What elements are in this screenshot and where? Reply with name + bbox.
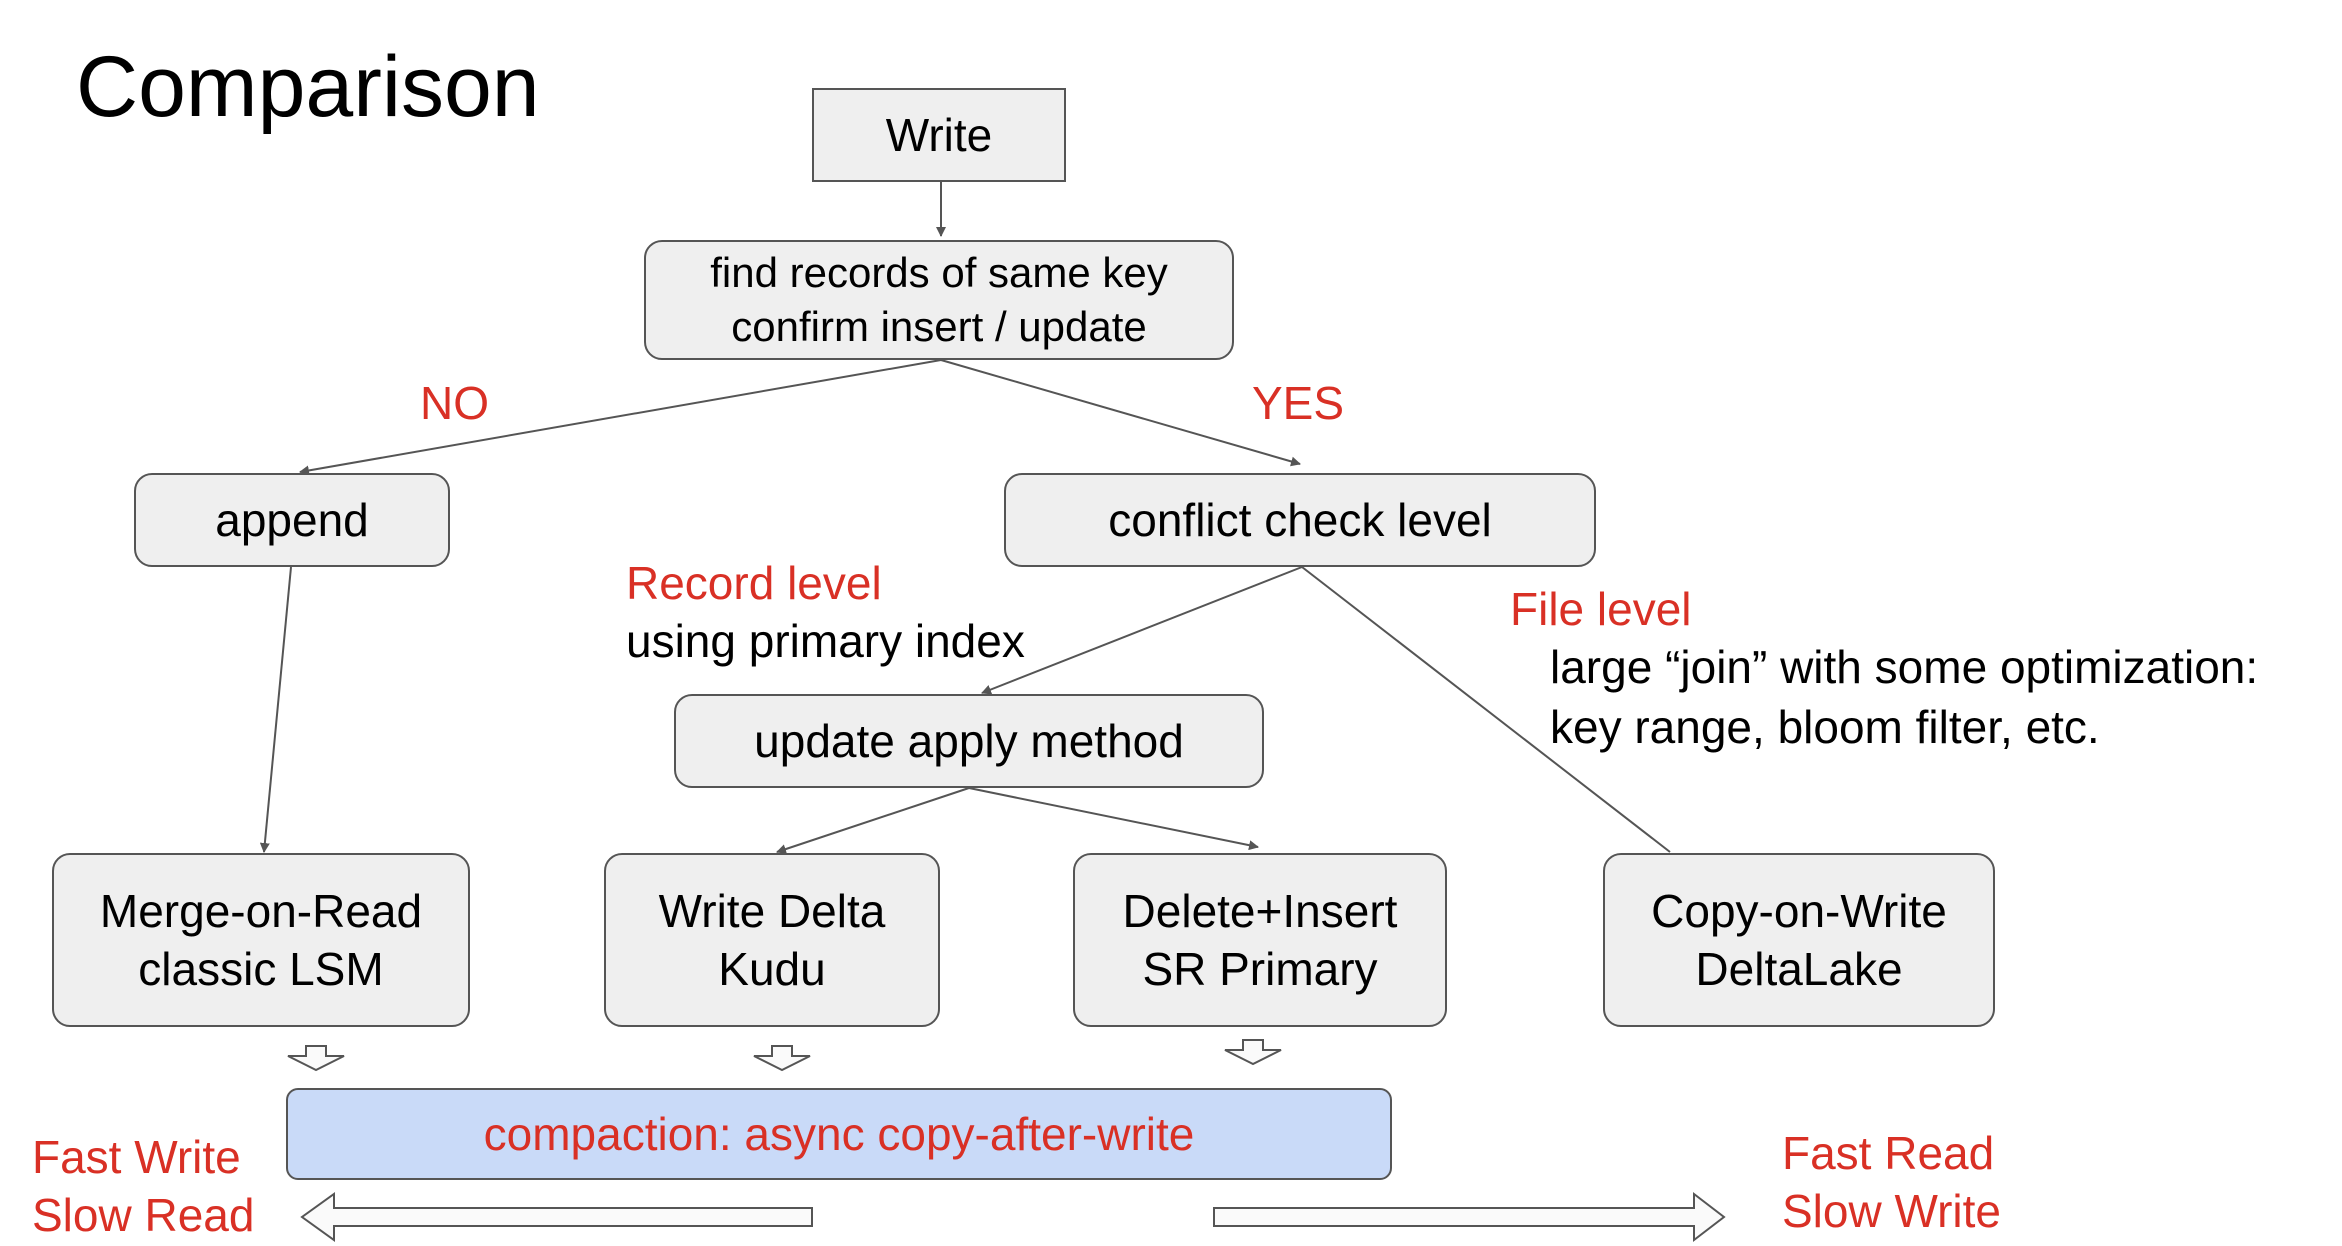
delete-insert-line1: Delete+Insert [1122,885,1398,937]
edge-find-append [299,359,942,476]
file-level-desc2: key range, bloom filter, etc. [1550,701,2100,753]
edge-update-deleteinsert [968,787,1259,851]
conflict-check-node: conflict check level [1004,473,1596,567]
fast-read-label: Fast Read [1782,1127,1995,1179]
merge-on-read-line2: classic LSM [138,943,384,995]
compaction-node: compaction: async copy-after-write [286,1088,1392,1180]
record-level-desc: using primary index [626,615,1025,667]
find-records-node: find records of same key confirm insert … [644,240,1234,360]
down-arrow-icon [287,1045,345,1072]
find-records-line2: confirm insert / update [731,303,1147,350]
left-arrow-icon [300,1192,813,1242]
down-arrow-icon [1224,1039,1282,1066]
merge-on-read-line1: Merge-on-Read [99,885,423,937]
page-title: Comparison [76,39,540,135]
copy-on-write-line2: DeltaLake [1695,943,1903,995]
edge-update-writedelta [776,787,970,854]
edge-conflict-update [981,566,1303,695]
no-label: NO [420,377,489,429]
edge-append-mor [259,566,292,853]
fast-write-label: Fast Write [32,1131,241,1183]
find-records-line1: find records of same key [710,249,1168,296]
edge-find-conflict [940,359,1301,467]
append-node-label: append [215,494,369,546]
down-arrow-icon [753,1045,811,1072]
slow-read-label: Slow Read [32,1189,255,1241]
update-apply-label: update apply method [754,715,1184,767]
merge-on-read-node: Merge-on-Read classic LSM [52,853,470,1027]
file-level-desc1: large “join” with some optimization: [1550,641,2259,693]
slow-write-label: Slow Write [1782,1185,2001,1237]
write-node-label: Write [885,109,993,161]
compaction-label: compaction: async copy-after-write [483,1108,1195,1160]
conflict-check-label: conflict check level [1108,494,1492,546]
right-arrow-icon [1213,1191,1726,1243]
copy-on-write-line1: Copy-on-Write [1651,885,1947,937]
update-apply-node: update apply method [674,694,1264,788]
delete-insert-line2: SR Primary [1142,943,1378,995]
write-node: Write [812,88,1066,182]
yes-label: YES [1252,377,1345,429]
copy-on-write-node: Copy-on-Write DeltaLake [1603,853,1995,1027]
append-node: append [134,473,450,567]
file-level-label: File level [1510,583,1692,635]
write-delta-node: Write Delta Kudu [604,853,940,1027]
write-delta-line2: Kudu [718,943,826,995]
write-delta-line1: Write Delta [658,885,886,937]
delete-insert-node: Delete+Insert SR Primary [1073,853,1447,1027]
edge-conflict-cow [1301,566,1671,853]
record-level-label: Record level [626,557,882,609]
